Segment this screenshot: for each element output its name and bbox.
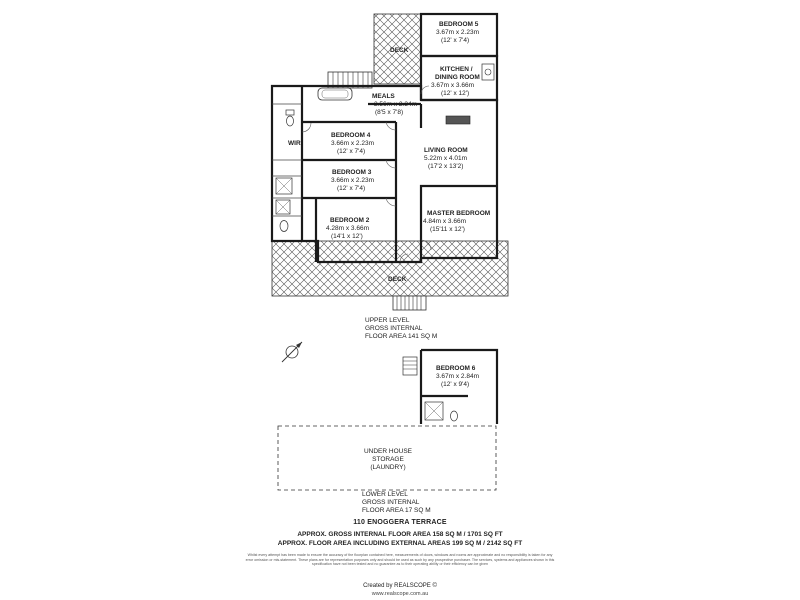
stairs-icon xyxy=(392,295,427,311)
bath-icon xyxy=(317,87,353,101)
toilet-icon xyxy=(279,220,289,232)
deck-label-top: DECK xyxy=(390,47,409,54)
compass-icon xyxy=(281,341,303,363)
upper-level-walls xyxy=(270,12,499,264)
room-dims-imperial: (8'5 x 7'8) xyxy=(375,109,403,116)
shower-icon xyxy=(275,177,293,195)
room-label-bedroom2: BEDROOM 2 4.28m x 3.66m (14'1 x 12') xyxy=(326,217,370,240)
level-label-lower: LOWER LEVEL GROSS INTERNAL FLOOR AREA 17… xyxy=(362,491,431,514)
room-label-living: LIVING ROOM 5.22m x 4.01m (17'2 x 13'2) xyxy=(424,147,468,170)
deck-bottom-area xyxy=(271,240,509,297)
room-dims: 3.67m x 2.23m xyxy=(436,29,479,36)
room-dims: 3.66m x 2.23m xyxy=(331,177,374,184)
room-label-kitchen: KITCHEN / DINING ROOM 3.67m x 3.66m (12'… xyxy=(431,66,480,97)
room-dims: 3.67m x 2.84m xyxy=(436,373,479,380)
shower-icon xyxy=(424,401,444,421)
storage-area xyxy=(277,425,497,491)
deck-label-bottom: DECK xyxy=(388,276,407,283)
room-dims: 3.67m x 3.66m xyxy=(431,82,474,89)
room-dims: 4.28m x 3.66m xyxy=(326,225,369,232)
level-line: FLOOR AREA 17 SQ M xyxy=(362,507,431,514)
level-line: GROSS INTERNAL xyxy=(362,499,420,506)
level-label-upper: UPPER LEVEL GROSS INTERNAL FLOOR AREA 14… xyxy=(365,317,437,340)
credit: Created by REALSCOPE © xyxy=(363,583,437,589)
room-name: LIVING ROOM xyxy=(424,147,468,154)
toilet-icon xyxy=(285,109,295,127)
fireplace-icon xyxy=(445,115,471,125)
room-name: MASTER BEDROOM xyxy=(427,210,490,217)
room-label-master: MASTER BEDROOM 4.84m x 3.66m (15'11 x 12… xyxy=(423,210,490,233)
room-dims-imperial: (12' x 7'4) xyxy=(337,185,365,192)
deck-top-area xyxy=(373,13,422,85)
room-dims-imperial: (15'11 x 12') xyxy=(430,226,465,233)
room-name: BEDROOM 2 xyxy=(330,217,370,224)
room-name: UNDER HOUSE xyxy=(364,448,413,455)
room-name: BEDROOM 6 xyxy=(436,365,476,372)
area-external: APPROX. FLOOR AREA INCLUDING EXTERNAL AR… xyxy=(277,540,523,547)
room-name: KITCHEN / xyxy=(440,66,473,73)
shower-icon xyxy=(275,199,291,215)
room-name: MEALS xyxy=(372,93,395,100)
level-line: UPPER LEVEL xyxy=(365,317,410,324)
room-name: DINING ROOM xyxy=(435,74,480,81)
room-dims: 3.66m x 2.23m xyxy=(331,140,374,147)
room-dims-imperial: (14'1 x 12') xyxy=(331,233,363,240)
room-name: BEDROOM 4 xyxy=(331,132,371,139)
room-dims-imperial: (12' x 9'4) xyxy=(441,381,469,388)
area-internal: APPROX. GROSS INTERNAL FLOOR AREA 158 SQ… xyxy=(297,531,503,538)
room-label-bedroom6: BEDROOM 6 3.67m x 2.84m (12' x 9'4) xyxy=(436,365,479,388)
disclaimer: Whilst every attempt has been made to en… xyxy=(245,553,555,567)
room-name: BEDROOM 3 xyxy=(332,169,372,176)
level-line: FLOOR AREA 141 SQ M xyxy=(365,333,437,340)
room-name: STORAGE xyxy=(372,456,404,463)
room-dims-imperial: (12' x 12') xyxy=(441,90,469,97)
toilet-icon xyxy=(450,410,458,422)
website-link[interactable]: www.realscope.com.au xyxy=(371,591,429,597)
level-line: GROSS INTERNAL xyxy=(365,325,423,332)
room-name: BEDROOM 5 xyxy=(439,21,479,28)
lower-level-walls xyxy=(419,348,499,424)
property-address: 110 ENOGGERA TERRACE xyxy=(353,519,447,526)
room-label-meals: MEALS 2.56m x 2.34m (8'5 x 7'8) xyxy=(372,93,417,116)
room-dims-imperial: (17'2 x 13'2) xyxy=(428,163,463,170)
door-swing-icon xyxy=(301,85,432,263)
level-line: LOWER LEVEL xyxy=(362,491,408,498)
room-dims: 5.22m x 4.01m xyxy=(424,155,467,162)
room-dims-imperial: (12' x 7'4) xyxy=(337,148,365,155)
room-name-wir: WIR xyxy=(288,140,301,147)
stairs-icon xyxy=(402,356,418,376)
room-dims-imperial: (12' x 7'4) xyxy=(441,37,469,44)
room-label-bedroom5: BEDROOM 5 3.67m x 2.23m (12' x 7'4) xyxy=(436,21,479,44)
room-label-bedroom4: BEDROOM 4 3.66m x 2.23m (12' x 7'4) xyxy=(331,132,374,155)
sink-icon xyxy=(481,63,495,81)
room-dims: 2.56m x 2.34m xyxy=(374,101,417,108)
room-label-storage: UNDER HOUSE STORAGE (LAUNDRY) xyxy=(364,448,413,471)
room-name: (LAUNDRY) xyxy=(370,464,405,471)
room-label-bedroom3: BEDROOM 3 3.66m x 2.23m (12' x 7'4) xyxy=(331,169,374,192)
room-dims: 4.84m x 3.66m xyxy=(423,218,466,225)
